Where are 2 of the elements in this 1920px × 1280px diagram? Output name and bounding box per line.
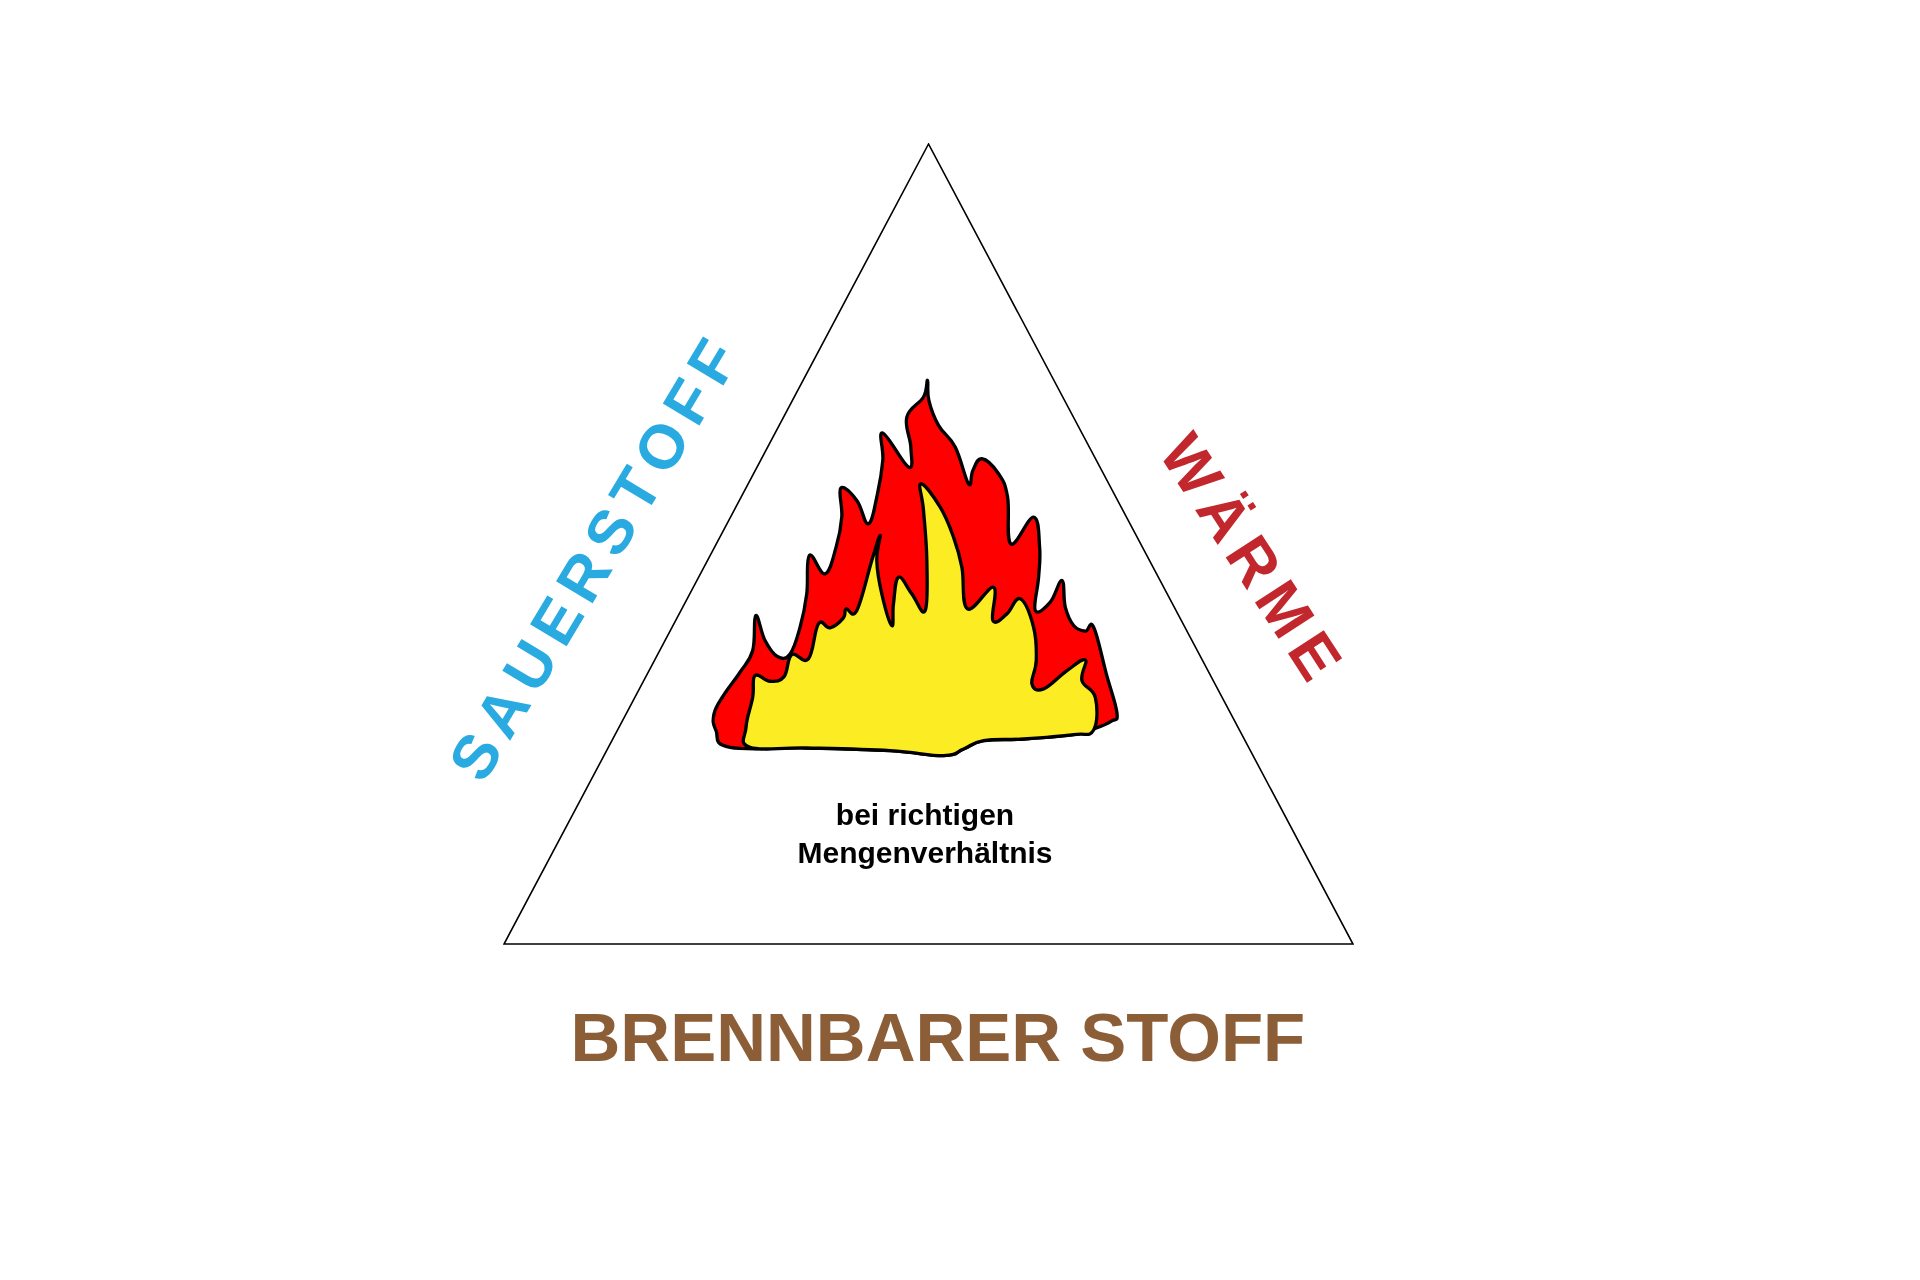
caption-text: bei richtigen Mengenverhältnis — [796, 797, 1054, 871]
base-label: BRENNBARER STOFF — [570, 1002, 1306, 1072]
